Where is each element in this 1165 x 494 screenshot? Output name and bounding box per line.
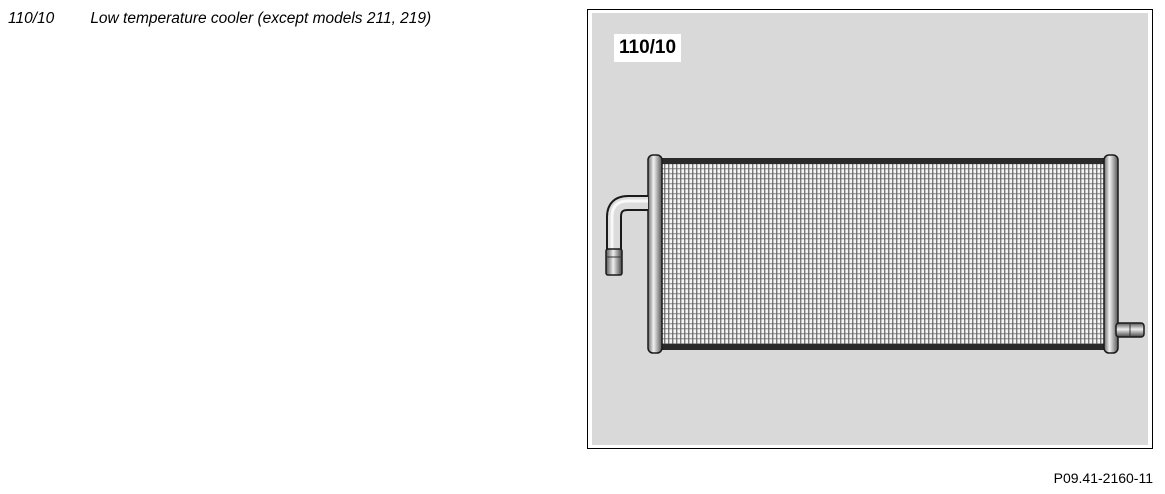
cooler-core <box>659 158 1109 350</box>
figure-area: 110/10 <box>592 13 1148 445</box>
left-end-tank <box>647 154 663 354</box>
right-end-tank <box>1103 154 1119 354</box>
inlet-pipe <box>605 195 648 276</box>
figure-caption: 110/10 Low temperature cooler (except mo… <box>8 10 431 28</box>
figure-frame: 110/10 <box>587 9 1153 449</box>
outlet-pipe <box>1115 322 1145 338</box>
caption-text: Low temperature cooler (except models 21… <box>90 10 432 27</box>
figure-reference-code: P09.41-2160-11 <box>1053 470 1153 486</box>
cooler-illustration <box>605 154 1145 354</box>
caption-code: 110/10 <box>8 10 55 27</box>
figure-label: 110/10 <box>614 34 682 62</box>
